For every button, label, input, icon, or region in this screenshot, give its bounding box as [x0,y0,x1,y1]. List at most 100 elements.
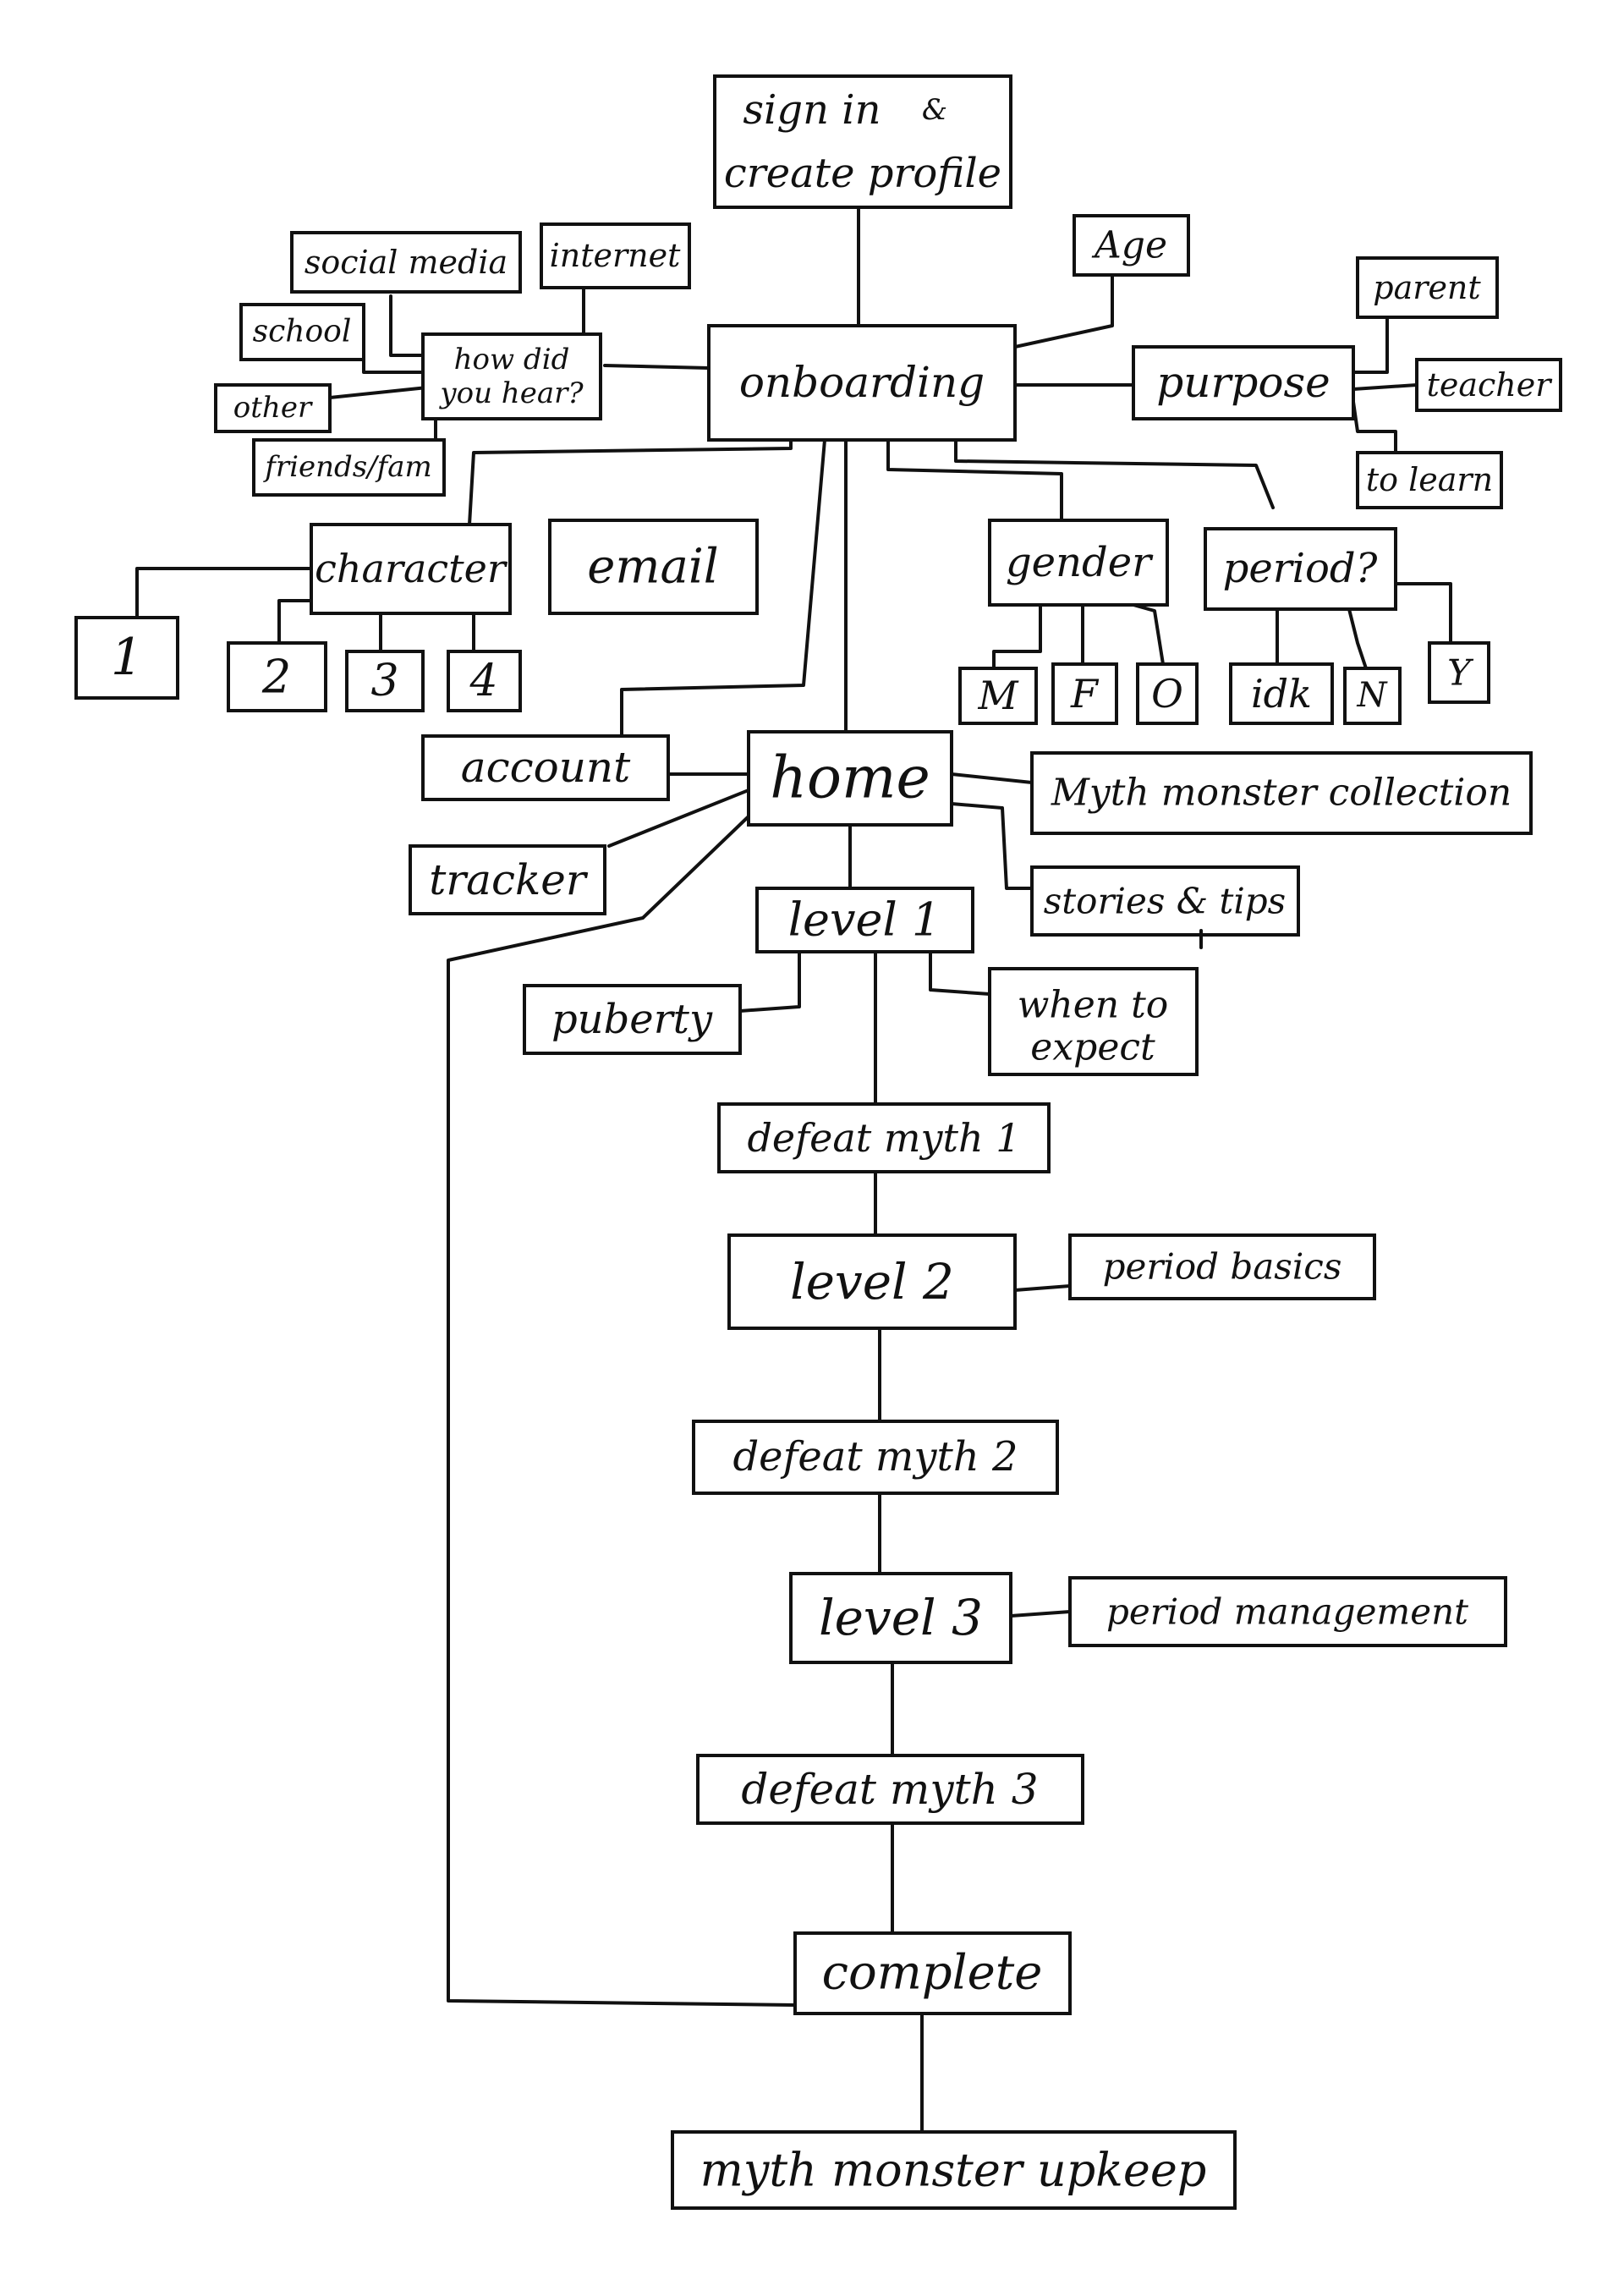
node-myth-collection: Myth monster collection [1030,751,1533,835]
account-label: account [461,743,631,792]
character-label: character [315,546,508,591]
char-2-label: 2 [261,651,291,704]
node-to-learn: to learn [1356,451,1503,509]
friends-fam-label: friends/fam [262,450,432,484]
node-level-2: level 2 [727,1233,1017,1330]
node-character: character [310,523,512,615]
edge-onboarding-period [954,438,1275,509]
node-char-3: 3 [345,650,425,712]
myth-upkeep-label: myth monster upkeep [700,2144,1207,2197]
node-other: other [214,383,332,433]
period-question-label: period? [1223,545,1378,592]
level-3-label: level 3 [819,1589,983,1646]
node-defeat-myth-2: defeat myth 2 [692,1420,1059,1495]
expect-label: expect [1030,1026,1155,1069]
internet-label: internet [550,237,682,274]
node-puberty: puberty [523,984,742,1055]
teacher-label: teacher [1427,366,1554,404]
edge-home-complete-loop [447,815,797,2007]
edge-gender-m [992,603,1042,670]
node-gender-o: O [1136,662,1199,725]
edge-home-collection [950,772,1034,784]
gender-label: gender [1006,539,1154,586]
defeat-myth-2-label: defeat myth 2 [732,1433,1018,1481]
node-char-4: 4 [447,650,522,712]
defeat-myth-1-label: defeat myth 1 [747,1115,1020,1161]
char-1-label: 1 [111,628,143,687]
sign-in-label: sign in [743,86,881,134]
edge-level1-puberty [738,950,801,1013]
edge-period-n [1347,607,1368,670]
period-n-label: N [1357,676,1389,715]
home-label: home [770,745,930,812]
edge-howdid-school [362,354,429,374]
connectors [135,206,1452,2134]
period-y-label: Y [1447,652,1474,694]
edge-gender-o [1132,603,1165,666]
node-period-y: Y [1428,641,1490,704]
node-gender-m: M [958,667,1038,725]
node-gender-f: F [1051,662,1118,725]
node-email: email [548,519,759,615]
stories-tips-label: stories & tips [1044,881,1286,922]
edge-onboarding-account [620,438,826,738]
node-level-1: level 1 [755,887,974,953]
node-parent: parent [1356,256,1499,319]
level-1-label: level 1 [788,893,941,947]
node-level-3: level 3 [789,1572,1012,1664]
node-complete: complete [793,1931,1072,2015]
edge-home-stories [950,802,1034,890]
gender-m-label: M [977,673,1019,718]
node-gender: gender [988,519,1169,607]
other-label: other [233,391,313,425]
node-defeat-myth-3: defeat myth 3 [696,1754,1084,1825]
node-period-idk: idk [1229,662,1334,725]
edge-level3-management [1009,1610,1072,1618]
edge-howdid-other [328,386,429,399]
node-how-did-you-hear: how did you hear? [421,332,602,420]
node-defeat-myth-1: defeat myth 1 [717,1102,1051,1173]
edge-period-y [1394,582,1452,645]
purpose-label: purpose [1156,358,1330,407]
you-hear-label: you hear? [438,376,584,410]
edge-home-tracker [607,785,759,848]
node-period-question: period? [1204,527,1397,611]
period-basics-label: period basics [1103,1246,1342,1288]
edge-character-2 [277,599,313,645]
node-when-to-expect: when to expect [988,967,1199,1076]
node-char-1: 1 [74,616,179,700]
edge-purpose-tolearn [1352,400,1397,454]
node-period-basics: period basics [1068,1233,1376,1300]
period-idk-label: idk [1251,671,1312,717]
period-management-label: period management [1106,1591,1468,1633]
node-char-2: 2 [227,641,327,712]
myth-collection-label: Myth monster collection [1051,772,1512,815]
edge-character-1 [135,567,313,619]
node-teacher: teacher [1415,358,1562,412]
node-period-management: period management [1068,1576,1507,1647]
create-profile-label: create profile [724,150,1001,197]
defeat-myth-3-label: defeat myth 3 [741,1765,1038,1814]
email-label: email [587,540,718,595]
edge-level1-when [929,950,991,996]
when-to-label: when to [1018,984,1169,1027]
edge-onboarding-character [468,438,793,526]
node-school: school [239,303,365,361]
node-account: account [421,734,670,801]
edge-purpose-teacher [1352,383,1418,391]
sign-in-amp: & [922,93,947,127]
tracker-label: tracker [429,855,589,904]
edge-howdid-socialmedia [389,294,429,357]
node-sign-in: sign in & create profile [713,74,1012,209]
school-label: school [253,315,352,349]
parent-label: parent [1373,269,1481,306]
how-did-label: how did [454,343,570,376]
age-label: Age [1091,224,1167,267]
char-3-label: 3 [370,656,398,706]
node-purpose: purpose [1132,345,1355,420]
node-social-media: social media [290,231,522,294]
level-2-label: level 2 [790,1253,954,1310]
gender-f-label: F [1070,671,1100,717]
node-age: Age [1073,214,1190,277]
gender-o-label: O [1151,671,1183,717]
